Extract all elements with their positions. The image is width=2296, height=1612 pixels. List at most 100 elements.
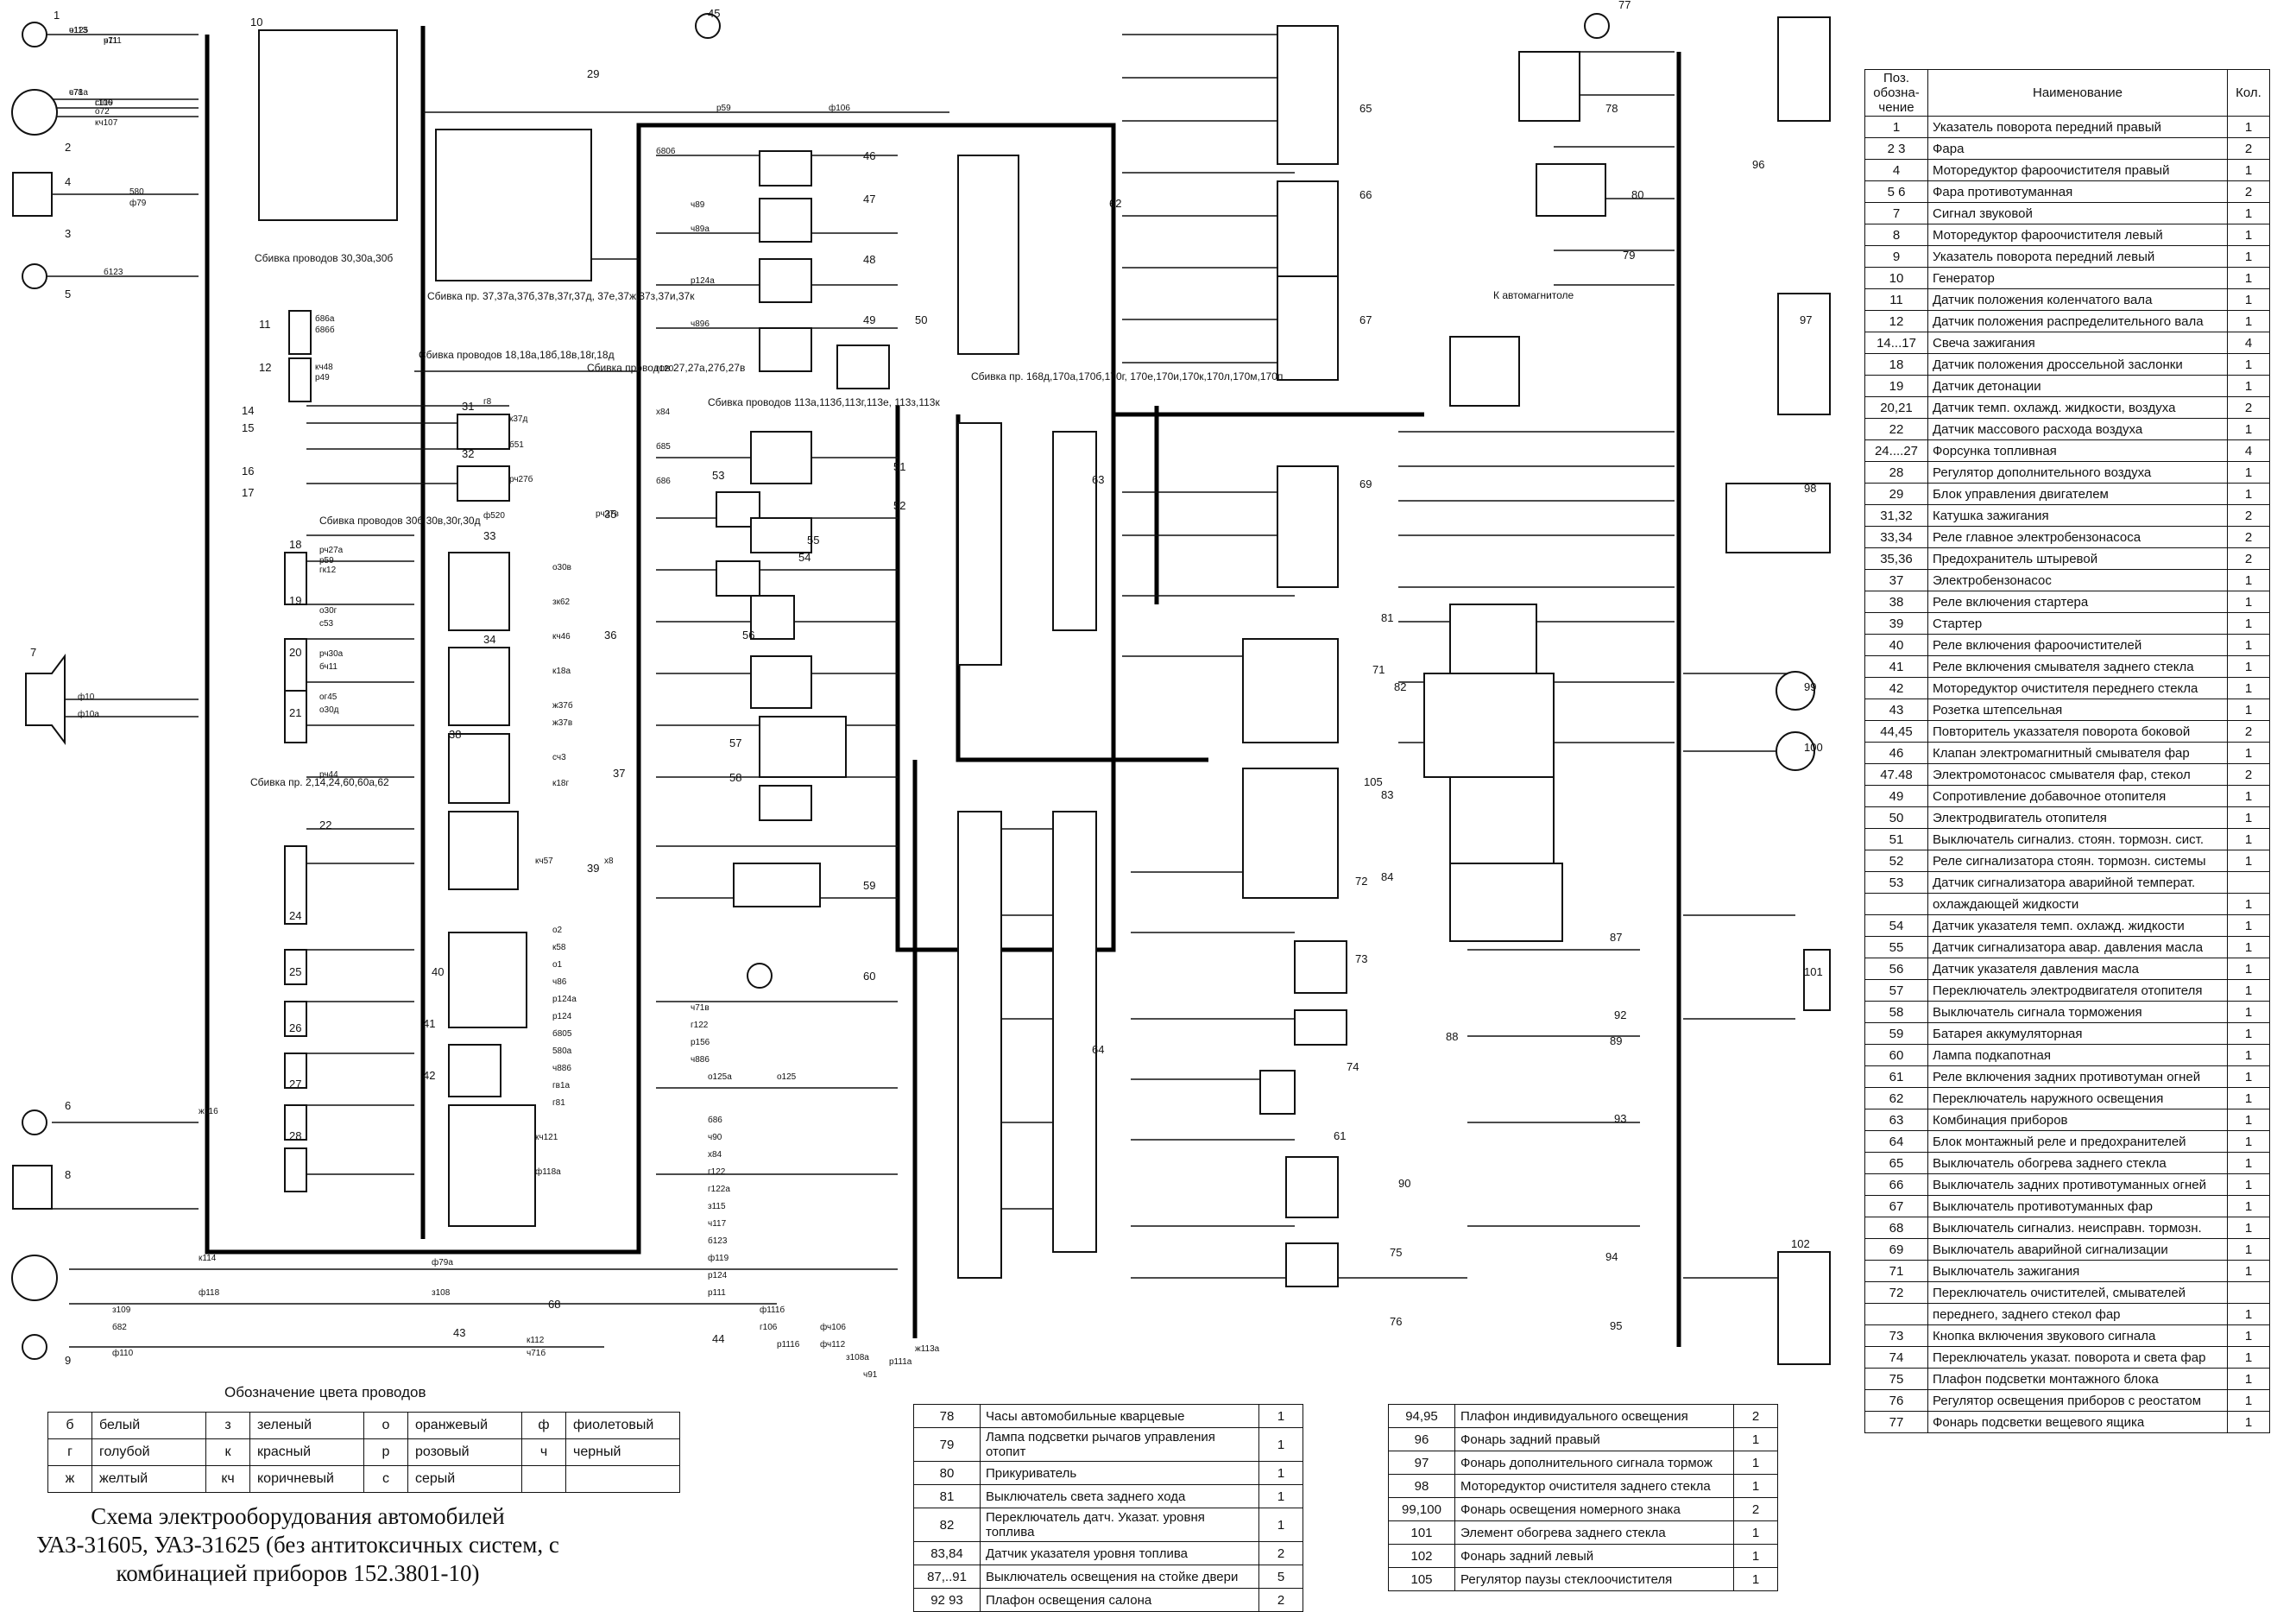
- color-code: о: [363, 1412, 408, 1439]
- position-label: 53: [712, 469, 724, 482]
- position-label: 75: [1390, 1246, 1402, 1259]
- qty-cell: 1: [2227, 1130, 2270, 1153]
- position-label: 28: [289, 1129, 301, 1142]
- wire-label: р111а: [889, 1357, 912, 1367]
- wire-label: ф79: [129, 198, 147, 208]
- position-label: 98: [1804, 482, 1816, 495]
- wire-color-legend-title: Обозначение цвета проводов: [224, 1384, 426, 1400]
- name-cell: охлаждающей жидкости: [1927, 893, 2228, 915]
- position-cell: 24....27: [1864, 439, 1928, 462]
- name-cell: Фонарь задний правый: [1454, 1427, 1734, 1451]
- name-cell: Указатель поворота передний правый: [1927, 116, 2228, 138]
- wire-label: г106: [760, 1323, 778, 1332]
- qty-cell: 1: [2227, 1152, 2270, 1174]
- header-name: Наименование: [1927, 69, 2228, 117]
- name-cell: Переключатель очистителей, смывателей: [1927, 1281, 2228, 1304]
- wire-label: р124а: [552, 995, 577, 1004]
- name-cell: Батарея аккумуляторная: [1927, 1022, 2228, 1045]
- position-label: 50: [915, 313, 927, 326]
- wire-label: г120: [656, 364, 674, 374]
- wire-label: о30д: [319, 705, 339, 715]
- position-cell: 78: [913, 1404, 981, 1428]
- wire-label: о125а: [708, 1072, 732, 1082]
- wire-label: гк12: [319, 566, 337, 575]
- name-cell: Выключатель аварийной сигнализации: [1927, 1238, 2228, 1261]
- name-cell: Выключатель освещения на стойке двери: [980, 1565, 1259, 1589]
- qty-cell: 1: [2227, 1389, 2270, 1412]
- qty-cell: 5: [1258, 1565, 1303, 1589]
- name-cell: Выключатель обогрева заднего стекла: [1927, 1152, 2228, 1174]
- position-label: 5: [65, 288, 71, 300]
- wire-label: ф10: [78, 692, 95, 702]
- qty-cell: 1: [1733, 1474, 1778, 1498]
- name-cell: Фонарь задний левый: [1454, 1544, 1734, 1568]
- qty-cell: 1: [2227, 375, 2270, 397]
- position-cell: 50: [1864, 806, 1928, 829]
- wire-label: рч44: [319, 770, 338, 780]
- wire-label: сч3: [552, 753, 566, 762]
- position-cell: 18: [1864, 353, 1928, 376]
- header-qty: Кол.: [2227, 69, 2270, 117]
- qty-cell: 1: [2227, 267, 2270, 289]
- position-label: 73: [1355, 952, 1367, 965]
- qty-cell: 1: [2227, 1001, 2270, 1023]
- position-label: 38: [449, 728, 461, 741]
- qty-cell: 1: [2227, 224, 2270, 246]
- name-cell: Генератор: [1927, 267, 2228, 289]
- qty-cell: 1: [2227, 461, 2270, 484]
- position-label: 14: [242, 404, 254, 417]
- color-code: с: [363, 1465, 408, 1493]
- wire-label: к18г: [552, 779, 569, 788]
- wire-label: ч886: [691, 1055, 710, 1065]
- wire-label: г81: [552, 1098, 565, 1108]
- name-cell: Фара противотуманная: [1927, 180, 2228, 203]
- wire-label: р124: [708, 1271, 728, 1280]
- position-label: 82: [1394, 680, 1406, 693]
- position-cell: 53: [1864, 871, 1928, 894]
- qty-cell: 1: [2227, 310, 2270, 332]
- color-code: ф: [521, 1412, 566, 1439]
- wire-label: ф520: [483, 510, 505, 521]
- qty-cell: 1: [2227, 1173, 2270, 1196]
- qty-cell: 1: [2227, 677, 2270, 699]
- color-name: фиолетовый: [565, 1412, 680, 1439]
- wire-label: р124а: [691, 276, 715, 286]
- color-name: коричневый: [249, 1465, 364, 1493]
- qty-cell: 2: [2227, 504, 2270, 527]
- bundle-note: Сбивка проводов 18,18а,18б,18в,18г,18д: [419, 349, 615, 361]
- name-cell: Блок монтажный реле и предохранителей: [1927, 1130, 2228, 1153]
- position-label: 100: [1804, 741, 1823, 754]
- qty-cell: 1: [2227, 159, 2270, 181]
- position-label: 67: [1359, 313, 1372, 326]
- color-code: б: [47, 1412, 92, 1439]
- position-cell: 80: [913, 1461, 981, 1485]
- position-cell: 87,..91: [913, 1565, 981, 1589]
- name-cell: Указатель поворота передний левый: [1927, 245, 2228, 268]
- wire-label: 580а: [552, 1046, 572, 1056]
- qty-cell: 1: [2227, 1238, 2270, 1261]
- position-cell: 60: [1864, 1044, 1928, 1066]
- position-cell: 94,95: [1388, 1404, 1455, 1428]
- wire-label: кч57: [535, 857, 553, 866]
- position-label: 48: [863, 253, 875, 266]
